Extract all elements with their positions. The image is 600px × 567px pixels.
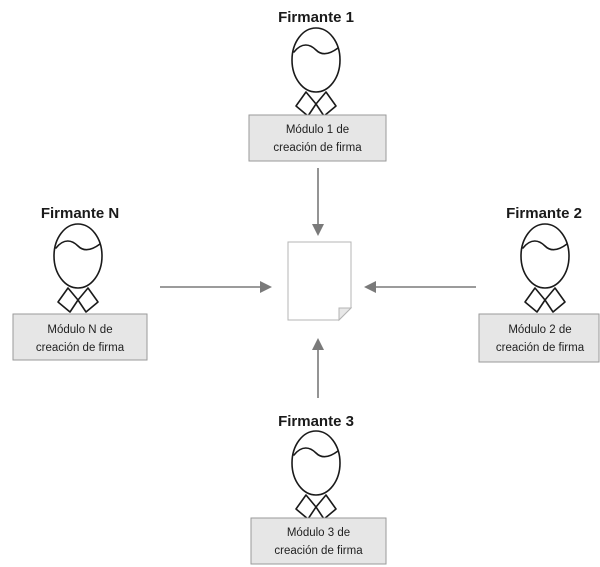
module-label-line2: creación de firma: [496, 342, 585, 354]
arrow-from-signer-3: [312, 338, 324, 398]
signer-name: Firmante 3: [278, 413, 354, 430]
module-box: Módulo 2 de creación de firma: [478, 313, 600, 363]
signer-name: Firmante 2: [506, 205, 582, 222]
document-icon: [287, 241, 353, 322]
signer-3: Firmante 3 Módulo 3 de creación de firma: [250, 413, 387, 565]
person-icon: [520, 223, 570, 313]
module-box: Módulo N de creación de firma: [12, 313, 148, 361]
module-label-line1: Módulo 2 de: [508, 324, 571, 336]
module-label-line1: Módulo 1 de: [286, 124, 349, 136]
arrow-from-signer-1: [312, 168, 324, 236]
signer-name: Firmante N: [41, 205, 119, 222]
person-icon: [53, 223, 103, 313]
arrow-from-signer-n: [160, 281, 272, 293]
signer-n: Firmante N Módulo N de creación de firma: [12, 205, 148, 361]
person-icon: [291, 27, 341, 117]
arrow-from-signer-2: [364, 281, 476, 293]
signer-2: Firmante 2 Módulo 2 de creación de firma: [478, 205, 600, 363]
signer-name: Firmante 1: [278, 9, 354, 26]
module-box: Módulo 3 de creación de firma: [250, 517, 387, 565]
module-label-line2: creación de firma: [273, 142, 362, 154]
module-label-line1: Módulo N de: [47, 324, 112, 336]
signer-1: Firmante 1 Módulo 1 de creación de firma: [248, 9, 387, 162]
person-icon: [291, 430, 341, 520]
module-label-line2: creación de firma: [274, 545, 363, 557]
module-label-line2: creación de firma: [36, 342, 125, 354]
module-box: Módulo 1 de creación de firma: [248, 114, 387, 162]
module-label-line1: Módulo 3 de: [287, 527, 350, 539]
